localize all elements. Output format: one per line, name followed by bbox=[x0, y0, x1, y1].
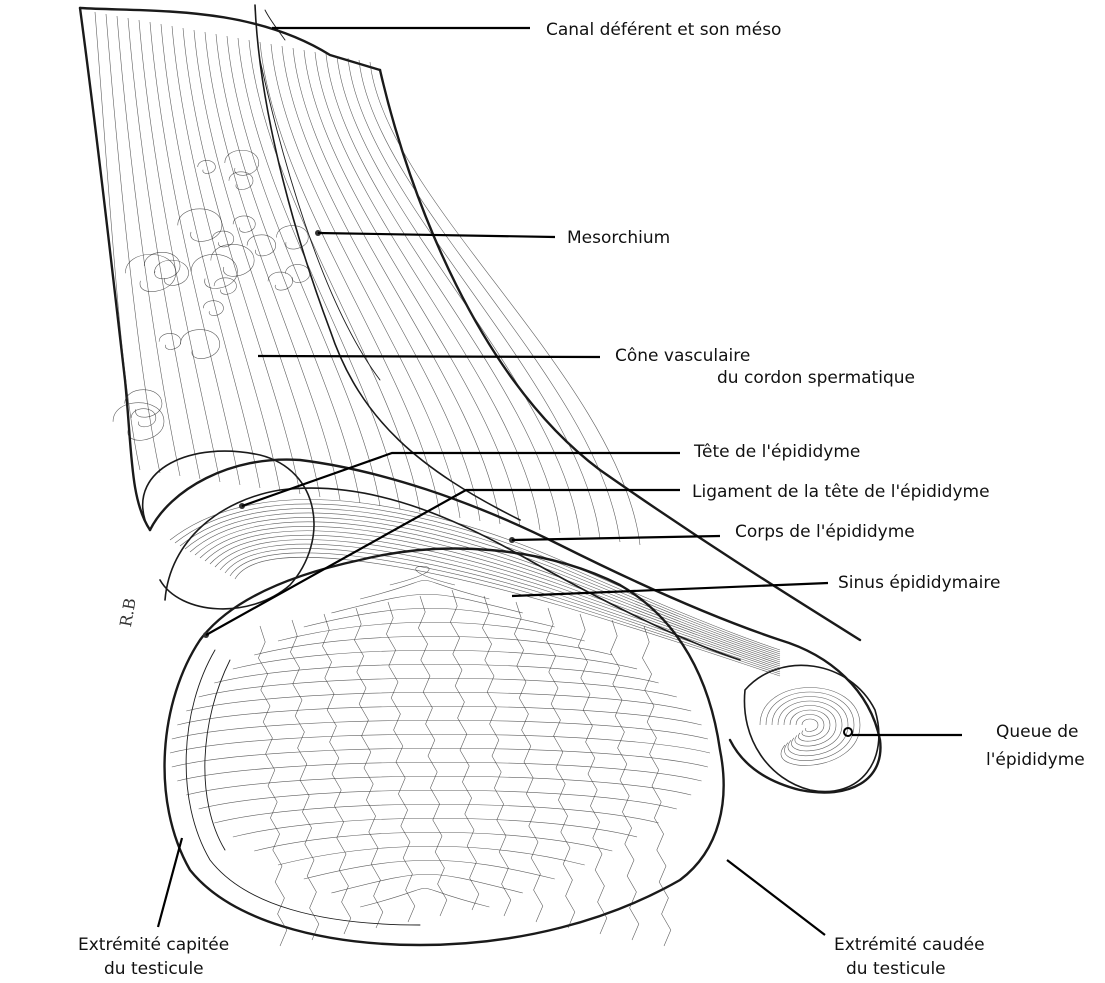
label-canal-deferent: Canal déférent et son méso bbox=[546, 18, 781, 42]
label-cone-vasculaire-2: du cordon spermatique bbox=[717, 366, 915, 390]
leader-capitee bbox=[158, 838, 182, 927]
leader-cone bbox=[258, 356, 600, 357]
label-queue-1: Queue de bbox=[996, 720, 1079, 744]
label-cone-vasculaire-1: Cône vasculaire bbox=[615, 344, 750, 368]
leader-dot-queue bbox=[844, 728, 852, 736]
leader-mesorchium bbox=[318, 233, 555, 237]
label-caudee-2: du testicule bbox=[846, 957, 946, 981]
label-queue-2: l'épididyme bbox=[986, 748, 1085, 772]
label-capitee-2: du testicule bbox=[104, 957, 204, 981]
spermatic-cord bbox=[80, 5, 860, 640]
label-tete-epididyme: Tête de l'épididyme bbox=[694, 440, 860, 464]
leader-caudee bbox=[727, 860, 825, 935]
label-corps-epididyme: Corps de l'épididyme bbox=[735, 520, 915, 544]
label-caudee-1: Extrémité caudée bbox=[834, 933, 985, 957]
label-mesorchium: Mesorchium bbox=[567, 226, 670, 250]
label-capitee-1: Extrémité capitée bbox=[78, 933, 229, 957]
label-sinus-epididymaire: Sinus épididymaire bbox=[838, 571, 1000, 595]
label-ligament-tete: Ligament de la tête de l'épididyme bbox=[692, 480, 990, 504]
